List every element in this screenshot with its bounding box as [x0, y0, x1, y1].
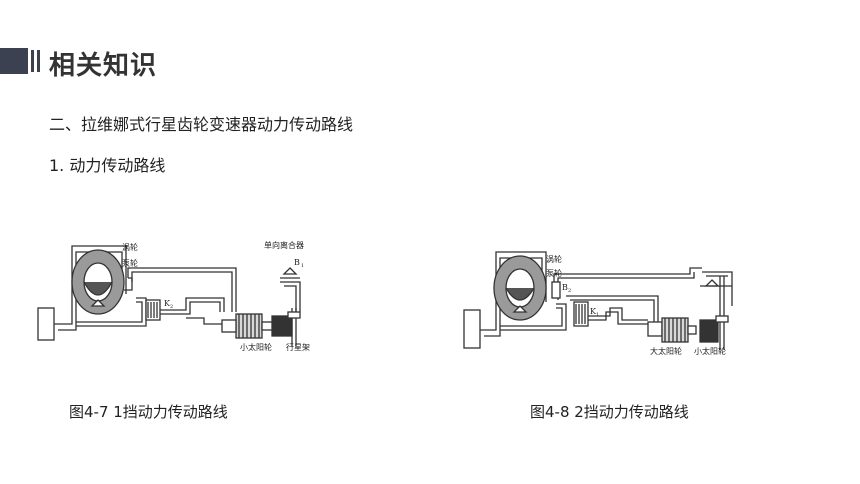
label-k1: K: [590, 307, 597, 316]
section-subhead: 1. 动力传动路线: [49, 156, 166, 175]
label-pump: 泵轮: [546, 268, 562, 278]
label-carrier: 行星架: [286, 342, 310, 352]
label-b2: B: [562, 283, 568, 292]
label-k2-sub: 2: [170, 304, 173, 310]
label-one-way-clutch: 单向离合器: [264, 240, 304, 250]
section-subtitle: 二、拉维娜式行星齿轮变速器动力传动路线: [49, 115, 354, 134]
label-small-sun: 小太阳轮: [240, 342, 272, 352]
figure-2-diagram: 涡轮 泵轮 B 2 K 1 大太阳轮 小太阳轮: [463, 251, 733, 356]
label-b1-sub: 1: [301, 263, 304, 269]
figure-1-caption: 图4-7 1挡动力传动路线: [69, 403, 228, 421]
header-accent-line: [31, 50, 34, 72]
label-pump: 泵轮: [122, 258, 138, 268]
figure-1-diagram: 涡轮 泵轮 单向离合器 B 1 K 2 小太阳轮 行星架: [37, 240, 310, 352]
label-k2: K: [164, 299, 171, 308]
page-title: 相关知识: [49, 51, 158, 81]
label-small-sun: 小太阳轮: [694, 346, 726, 356]
header-accent-block: [0, 48, 28, 74]
label-b2-sub: 2: [568, 288, 571, 294]
label-b1: B: [294, 258, 300, 267]
label-k1-sub: 1: [596, 312, 599, 318]
label-turbine: 涡轮: [122, 242, 138, 252]
header-accent-line: [37, 50, 40, 72]
label-turbine: 涡轮: [546, 254, 562, 264]
figure-2-caption: 图4-8 2挡动力传动路线: [530, 403, 689, 421]
label-large-sun: 大太阳轮: [650, 346, 682, 356]
